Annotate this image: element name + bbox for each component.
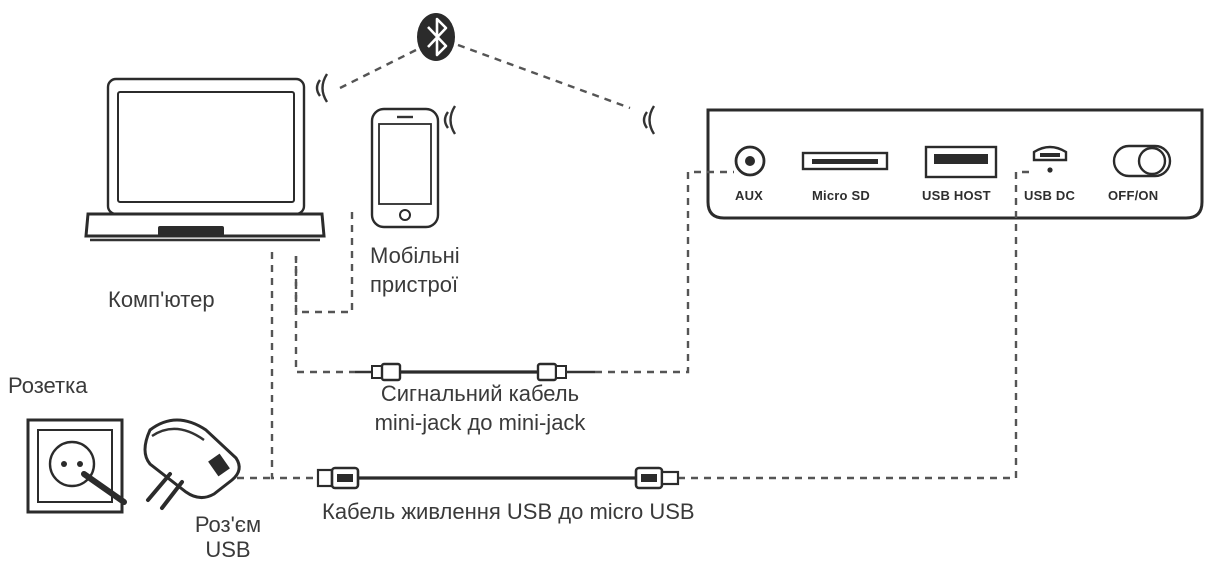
mobile-devices-label: Мобільні пристрої: [370, 242, 460, 299]
micro-sd-slot-icon: [801, 151, 889, 171]
mobile-devices-label-line2: пристрої: [370, 271, 459, 297]
aux-port-label: AUX: [735, 188, 764, 203]
wireless-signal-icon: [443, 105, 457, 135]
wall-socket-icon: [26, 418, 127, 514]
usb-connector-label-line2: USB: [205, 537, 251, 563]
wireless-signal-icon: [642, 105, 656, 135]
usb-host-port-icon: [924, 145, 998, 179]
socket-label: Розетка: [8, 373, 88, 398]
usb-dc-port-icon: [1032, 145, 1068, 173]
mini-jack-cable-icon: [355, 362, 595, 382]
mobile-devices-label-line1: Мобільні: [370, 243, 460, 268]
usb-power-adapter-icon: [143, 418, 241, 510]
aux-port-icon: [734, 145, 766, 177]
signal-cable-label: Сигнальний кабель mini-jack до mini-jack: [330, 380, 630, 437]
wireless-link-speaker: [457, 43, 631, 110]
usb-connector-label-line1: Роз'єм: [194, 512, 262, 537]
usb-power-cable-icon: [316, 466, 680, 490]
laptop-to-power-route: [270, 252, 318, 480]
mobile-phone-icon: [370, 107, 440, 229]
audio-route-right: [595, 170, 734, 374]
off-on-label: OFF/ON: [1108, 188, 1159, 203]
power-cable-label: Кабель живлення USB до micro USB: [322, 499, 695, 524]
micro-sd-label: Micro SD: [812, 188, 870, 203]
laptop-icon: [84, 77, 326, 242]
usb-dc-label: USB DC: [1024, 188, 1076, 203]
wireless-link-computer: [339, 48, 417, 90]
audio-route-left: [294, 256, 355, 374]
wireless-signal-icon: [315, 73, 329, 103]
bluetooth-icon: [417, 13, 455, 61]
usb-connector-label: Роз'єм USB: [178, 512, 278, 563]
signal-cable-label-line1: Сигнальний кабель: [380, 381, 580, 406]
usb-host-label: USB HOST: [922, 188, 991, 203]
power-to-usbdc-route: [678, 170, 1034, 480]
signal-cable-label-line2: mini-jack до mini-jack: [374, 409, 586, 435]
computer-label: Комп'ютер: [108, 287, 215, 312]
power-switch-icon: [1112, 144, 1172, 178]
